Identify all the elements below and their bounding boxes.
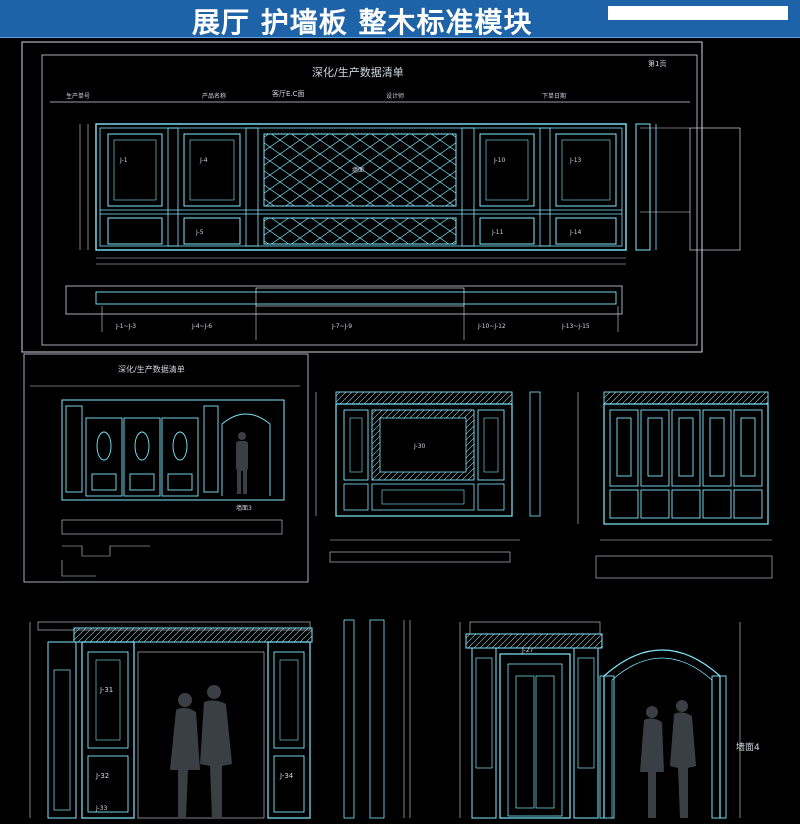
section-label-5: J-13~J-15 (561, 323, 590, 330)
banner-title: 展厅 护墙板 整木标准模块 (192, 6, 533, 39)
bottom-left-label-j33: J-33 (95, 805, 108, 812)
human-silhouette-mid (236, 432, 248, 494)
section-label-2: J-4~J-6 (191, 323, 212, 330)
bottom-left-label-j34: J-34 (279, 772, 294, 780)
bottom-left-label-j31: J-31 (99, 686, 113, 694)
mid-center-panel-label: J-30 (413, 443, 426, 450)
mid-left-caption: 墙面3 (236, 504, 252, 512)
banner-white-box (608, 6, 788, 20)
header-banner: 展厅 护墙板 整木标准模块 (0, 0, 800, 39)
bottom-left-elevation: J-31 J-32 J-34 J-33 (29, 619, 411, 819)
section-label-4: J-10~J-12 (477, 323, 506, 330)
section-label-3: J-7~J-9 (331, 323, 352, 330)
panel-label-center: 墙面 (352, 166, 364, 174)
field-order-no: 生产单号 (66, 92, 90, 100)
field-date: 下单日期 (542, 92, 566, 100)
panel-label-j14: J-14 (569, 229, 582, 236)
bottom-left-label-j32: J-32 (95, 772, 109, 780)
bottom-right-caption: 墙面4 (736, 741, 760, 753)
human-silhouette-bottom-left (170, 685, 232, 818)
human-silhouette-bottom-right (640, 700, 696, 818)
field-designer: 设计师 (386, 92, 404, 100)
panel-label-j1: J-1 (119, 157, 128, 164)
cad-drawing-canvas: 深化/生产数据清单 第1页 生产单号 产品名称 客厅E.C面 设计师 下单日期 (21, 41, 773, 819)
panel-label-j4: J-4 (199, 157, 208, 164)
door-group (65, 405, 271, 497)
bottom-right-elevation: J-27 墙面4 (459, 621, 760, 819)
panel-label-j10: J-10 (493, 157, 506, 164)
mid-right-elevation (577, 391, 773, 579)
bottom-right-label-j27: J-27 (521, 647, 534, 654)
section-label-1: J-1~J-3 (115, 323, 136, 330)
mid-left-sheet: 深化/生产数据清单 墙面3 (23, 353, 309, 583)
panel-label-j11: J-11 (491, 229, 504, 236)
mid-left-title: 深化/生产数据清单 (118, 364, 185, 374)
mid-center-elevation: J-30 (315, 391, 541, 563)
top-sheet-title: 深化/生产数据清单 (312, 65, 404, 79)
panel-label-j5: J-5 (195, 229, 204, 236)
field-wall: 客厅E.C面 (272, 89, 305, 98)
field-product: 产品名称 (202, 92, 226, 100)
top-sheet-page: 第1页 (648, 59, 666, 68)
top-elevation-sheet: 深化/生产数据清单 第1页 生产单号 产品名称 客厅E.C面 设计师 下单日期 (21, 41, 741, 353)
panel-label-j13: J-13 (569, 157, 582, 164)
